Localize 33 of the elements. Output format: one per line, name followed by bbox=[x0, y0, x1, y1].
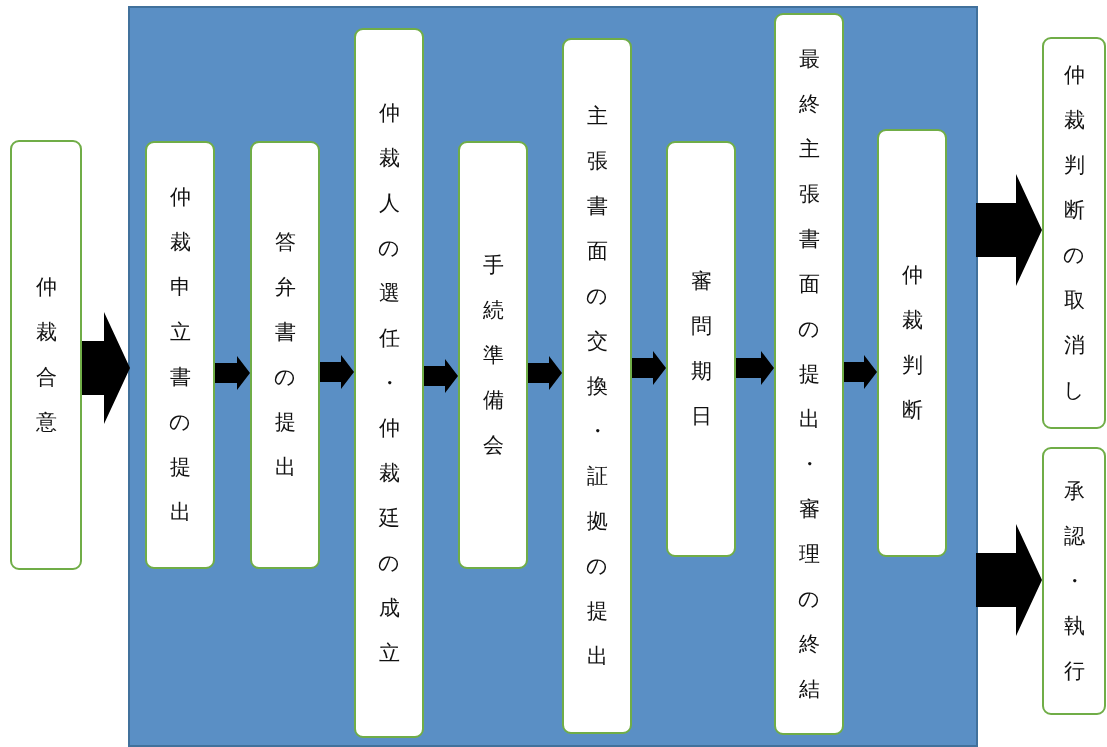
step-label: 仲裁申立書の提出 bbox=[169, 184, 191, 526]
step-label: 最終主張書面の提出・審理の終結 bbox=[798, 45, 820, 703]
step-label: 主張書面の交換・証拠の提出 bbox=[586, 102, 608, 670]
process-box bbox=[145, 141, 215, 569]
block-arrow bbox=[976, 174, 1042, 286]
step-label: 承認・執行 bbox=[1063, 477, 1085, 685]
block-arrow bbox=[320, 355, 354, 389]
process-box bbox=[10, 140, 82, 570]
process-box bbox=[458, 141, 528, 569]
step-label: 仲裁合意 bbox=[35, 274, 57, 436]
step-label: 手続準備会 bbox=[482, 251, 504, 459]
process-box bbox=[562, 38, 632, 734]
process-box bbox=[1042, 447, 1106, 715]
process-box bbox=[877, 129, 947, 557]
process-box bbox=[354, 28, 424, 738]
process-box bbox=[1042, 37, 1106, 429]
block-arrow bbox=[736, 351, 774, 385]
step-label: 仲裁人の選任・仲裁廷の成立 bbox=[378, 99, 400, 667]
block-arrow bbox=[82, 312, 130, 424]
block-arrow bbox=[976, 524, 1042, 636]
process-box bbox=[666, 141, 736, 557]
step-label: 答弁書の提出 bbox=[274, 229, 296, 481]
block-arrow bbox=[844, 355, 877, 389]
step-label: 仲裁判断 bbox=[901, 262, 923, 424]
block-arrow bbox=[528, 356, 562, 390]
block-arrow bbox=[215, 356, 250, 390]
step-label: 仲裁判断の取消し bbox=[1063, 62, 1085, 404]
stage-panel bbox=[128, 6, 978, 747]
block-arrow bbox=[632, 351, 666, 385]
block-arrow bbox=[424, 359, 458, 393]
process-box bbox=[774, 13, 844, 735]
step-label: 審問期日 bbox=[690, 268, 712, 430]
process-box bbox=[250, 141, 320, 569]
